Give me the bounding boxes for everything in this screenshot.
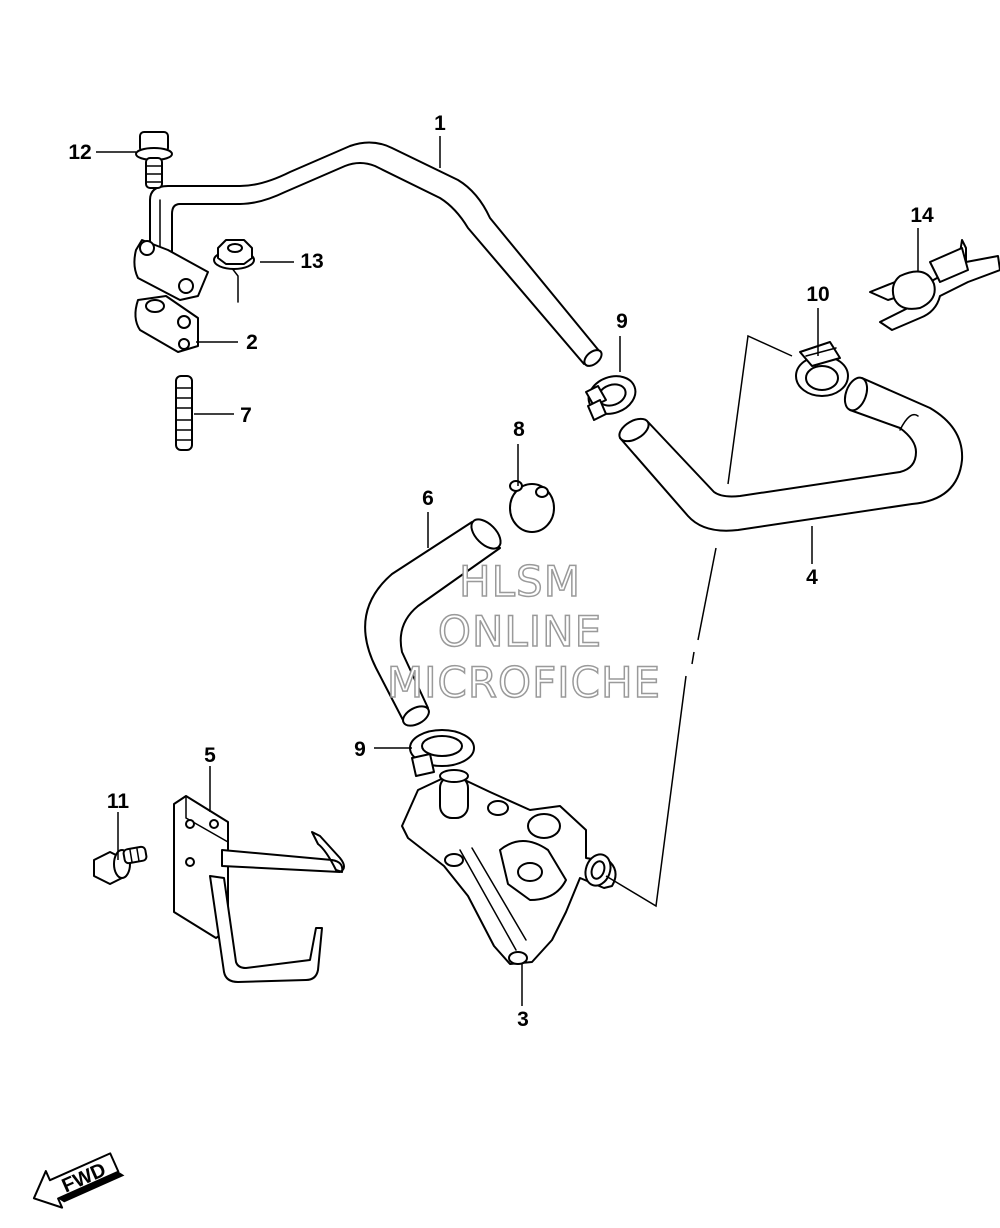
watermark-line-2: ONLINE [438,607,602,656]
callout-10: 10 [806,283,829,306]
callout-13: 13 [300,250,323,273]
bolt-part-11[interactable] [93,845,148,885]
fwd-arrow: FWD [32,1152,125,1209]
callout-6: 6 [422,487,434,510]
nut-part-13[interactable] [213,239,255,270]
gasket-part-2[interactable] [134,295,199,353]
watermark-line-1: HLSM [459,557,581,606]
callout-12: 12 [68,141,91,164]
callout-2: 2 [246,331,258,354]
reed-part-8[interactable] [509,480,555,533]
callout-1: 1 [434,112,446,135]
clamp-part-10[interactable] [795,341,849,397]
callout-5: 5 [204,744,216,767]
callout-labels: 1 2 3 4 5 6 7 8 9 9 10 11 12 13 14 [68,112,934,1031]
callout-14: 14 [910,204,934,227]
bracket-part-5[interactable] [173,795,345,983]
fwd-arrow-icon [32,1152,120,1209]
clamp-part-9-lower[interactable] [409,729,475,777]
callout-3: 3 [517,1008,529,1031]
callout-9-upper: 9 [616,310,628,333]
watermark: HLSM ONLINE MICROFICHE [386,556,661,708]
callout-4: 4 [806,566,818,589]
bolt-part-12[interactable] [135,131,173,189]
clamp-part-9-upper[interactable] [583,370,640,421]
watermark-line-3: MICROFICHE [387,658,661,707]
clip-part-14[interactable] [869,239,1000,331]
leader-lines [96,136,919,1006]
hose-part-4[interactable] [616,375,964,532]
pipe-part-1[interactable] [133,141,604,369]
callout-8: 8 [513,418,525,441]
callout-7: 7 [240,404,252,427]
callout-11: 11 [107,790,130,813]
valve-part-3[interactable] [401,769,617,965]
hose-part-6[interactable] [364,514,506,729]
stud-part-7[interactable] [175,375,193,451]
callout-9-lower: 9 [354,738,366,761]
